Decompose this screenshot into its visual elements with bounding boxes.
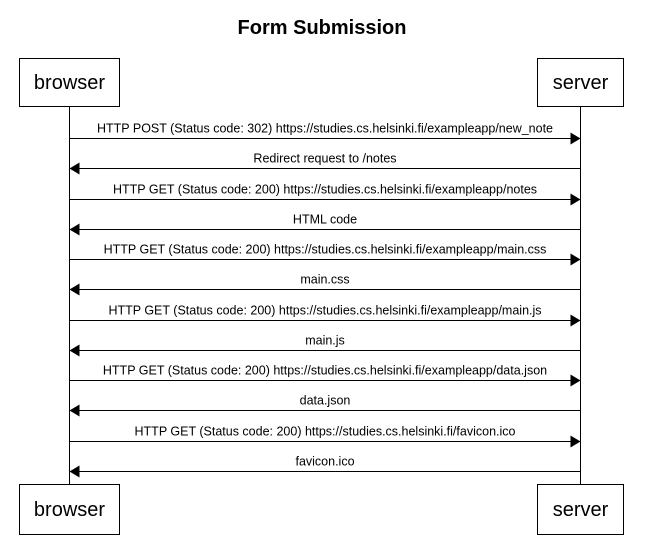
message-12: favicon.ico (69, 455, 581, 478)
message-3: HTTP GET (Status code: 200) https://stud… (69, 183, 581, 206)
message-8: main.js (69, 334, 581, 357)
arrowhead-icon (570, 435, 581, 448)
message-label: HTTP POST (Status code: 302) https://stu… (97, 122, 553, 136)
message-9: HTTP GET (Status code: 200) https://stud… (69, 364, 581, 387)
actor-server-top: server (537, 58, 624, 107)
message-label: HTML code (293, 213, 357, 227)
diagram-title: Form Submission (238, 17, 407, 39)
message-label: HTTP GET (Status code: 200) https://stud… (113, 183, 537, 197)
message-10: data.json (69, 394, 581, 417)
actor-label: browser (34, 499, 105, 521)
actor-box (19, 58, 120, 107)
message-2: Redirect request to /notes (69, 152, 581, 175)
message-label: HTTP GET (Status code: 200) https://stud… (104, 243, 547, 257)
arrowhead-icon (69, 162, 80, 175)
message-label: favicon.ico (295, 455, 354, 469)
arrowhead-icon (69, 465, 80, 478)
message-6: main.css (69, 273, 581, 296)
arrowhead-icon (69, 344, 80, 357)
actor-browser-bottom: browser (19, 484, 120, 535)
arrowhead-icon (570, 193, 581, 206)
actor-box (537, 484, 624, 535)
arrowhead-icon (570, 314, 581, 327)
actor-box (537, 58, 624, 107)
actor-label: browser (34, 72, 105, 94)
message-label: Redirect request to /notes (253, 152, 396, 166)
arrowhead-icon (570, 374, 581, 387)
actor-box (19, 484, 120, 535)
message-4: HTML code (69, 213, 581, 236)
message-label: data.json (300, 394, 351, 408)
message-label: HTTP GET (Status code: 200) https://stud… (108, 304, 541, 318)
actor-browser-top: browser (19, 58, 120, 107)
arrowhead-icon (69, 404, 80, 417)
message-11: HTTP GET (Status code: 200) https://stud… (69, 425, 581, 448)
message-label: HTTP GET (Status code: 200) https://stud… (135, 425, 516, 439)
arrowhead-icon (69, 223, 80, 236)
message-5: HTTP GET (Status code: 200) https://stud… (69, 243, 581, 266)
actor-server-bottom: server (537, 484, 624, 535)
arrowhead-icon (69, 283, 80, 296)
message-7: HTTP GET (Status code: 200) https://stud… (69, 304, 581, 327)
message-list: HTTP POST (Status code: 302) https://stu… (69, 122, 581, 478)
message-label: main.css (300, 273, 349, 287)
message-1: HTTP POST (Status code: 302) https://stu… (69, 122, 581, 145)
message-label: main.js (305, 334, 345, 348)
actor-label: server (553, 72, 609, 94)
message-label: HTTP GET (Status code: 200) https://stud… (103, 364, 547, 378)
arrowhead-icon (570, 132, 581, 145)
actor-label: server (553, 499, 609, 521)
arrowhead-icon (570, 253, 581, 266)
